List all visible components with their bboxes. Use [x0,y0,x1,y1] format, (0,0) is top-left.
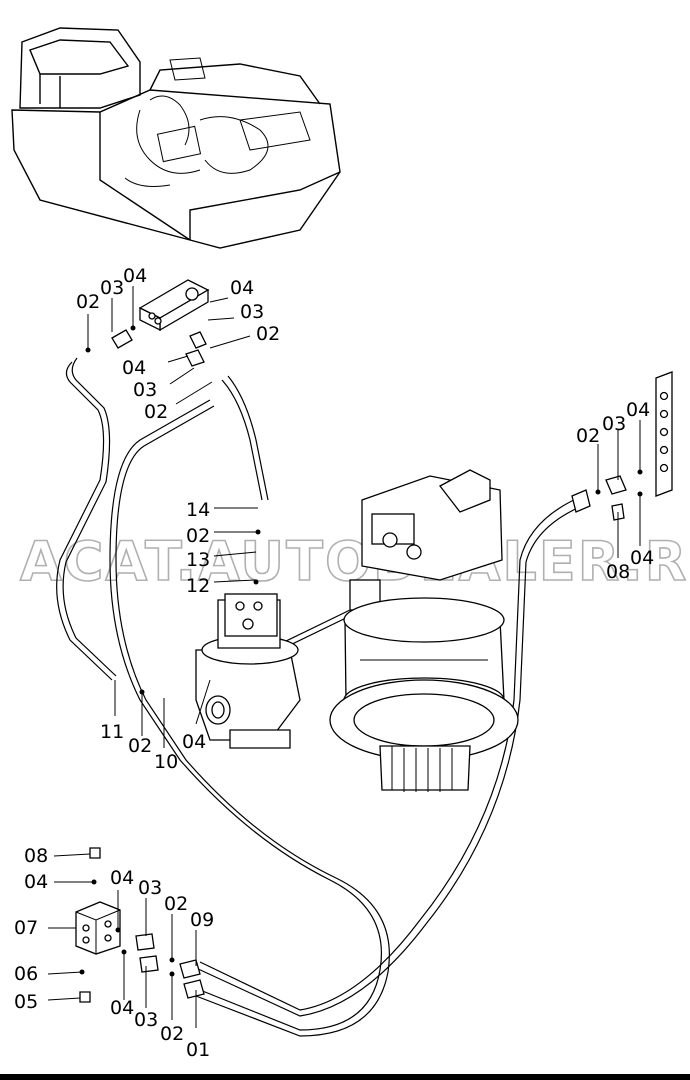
bottom-border [0,1074,690,1080]
callout-04-b: 04 [230,277,254,299]
bottom-block [75,847,205,1003]
callout-labels: 02 03 04 04 03 02 04 03 02 14 02 13 12 0… [14,265,654,1061]
callout-02-a: 02 [76,291,100,313]
callout-04-f: 04 [182,731,206,753]
callout-02-e: 02 [576,425,600,447]
excavator-overview [11,27,341,249]
callout-02-c: 02 [144,401,168,423]
callout-09: 09 [190,909,214,931]
callout-07: 07 [14,917,38,939]
callout-10: 10 [154,751,178,773]
callout-03-a: 03 [100,277,124,299]
callout-08-a: 08 [606,561,630,583]
callout-04-e: 04 [630,547,654,569]
callout-02-h: 02 [160,1023,184,1045]
right-plate [571,371,673,521]
small-motor [195,593,301,749]
callout-04-d: 04 [626,399,650,421]
callout-02-f: 02 [128,735,152,757]
callout-03-e: 03 [138,877,162,899]
callout-02-g: 02 [164,893,188,915]
callout-08-b: 08 [24,845,48,867]
callout-13: 13 [186,549,210,571]
leader-dots [79,325,643,977]
callout-03-b: 03 [240,301,264,323]
callout-05: 05 [14,991,38,1013]
callout-02-d: 02 [186,525,210,547]
callout-12: 12 [186,575,210,597]
upper-manifold [111,279,210,367]
callout-03-d: 03 [602,413,626,435]
callout-03-f: 03 [134,1009,158,1031]
callout-01: 01 [186,1039,210,1061]
callout-04-h: 04 [110,867,134,889]
swing-motor-unit [329,469,519,792]
callout-04-a: 04 [123,265,147,287]
callout-04-c: 04 [122,357,146,379]
callout-04-i: 04 [110,997,134,1019]
callout-02-b: 02 [256,323,280,345]
callout-06: 06 [14,963,38,985]
callout-03-c: 03 [133,379,157,401]
callout-14: 14 [186,499,210,521]
leader-lines [47,286,641,1028]
callout-04-g: 04 [24,871,48,893]
callout-11: 11 [100,721,124,743]
